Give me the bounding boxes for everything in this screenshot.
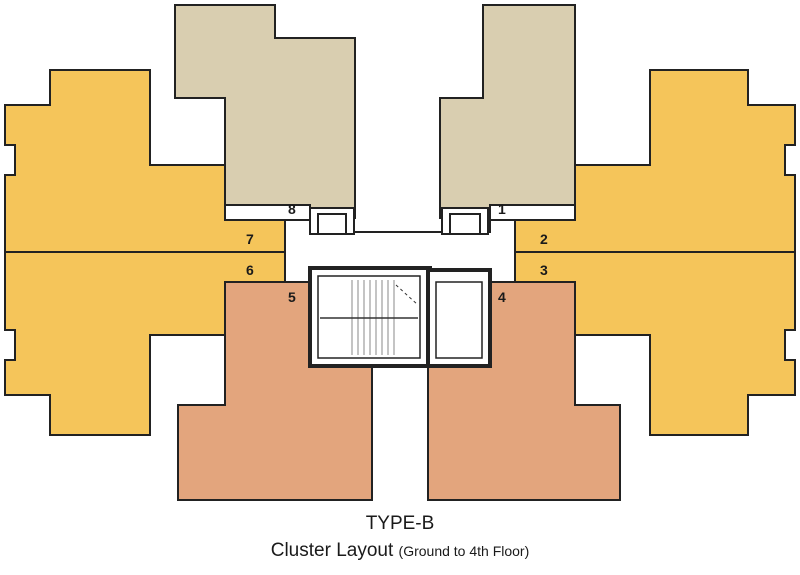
plan-floor-note: (Ground to 4th Floor) (398, 543, 530, 559)
plan-subtitle-row: Cluster Layout (Ground to 4th Floor) (0, 540, 800, 562)
unit-label-1: 1 (498, 201, 506, 217)
unit-label-4: 4 (498, 289, 506, 305)
unit-label-7: 7 (246, 231, 254, 247)
unit-label-2: 2 (540, 231, 548, 247)
unit-label-6: 6 (246, 262, 254, 278)
cluster-floor-plan: 1 2 3 4 5 6 7 8 (4, 4, 796, 501)
plan-title: TYPE-B (365, 513, 435, 534)
unit-label-5: 5 (288, 289, 296, 305)
plan-subtitle: Cluster Layout (270, 540, 394, 561)
stair-treads (320, 280, 419, 355)
unit-1-shape (439, 4, 576, 219)
unit-label-8: 8 (288, 201, 296, 217)
central-core (284, 207, 516, 368)
unit-label-3: 3 (540, 262, 548, 278)
